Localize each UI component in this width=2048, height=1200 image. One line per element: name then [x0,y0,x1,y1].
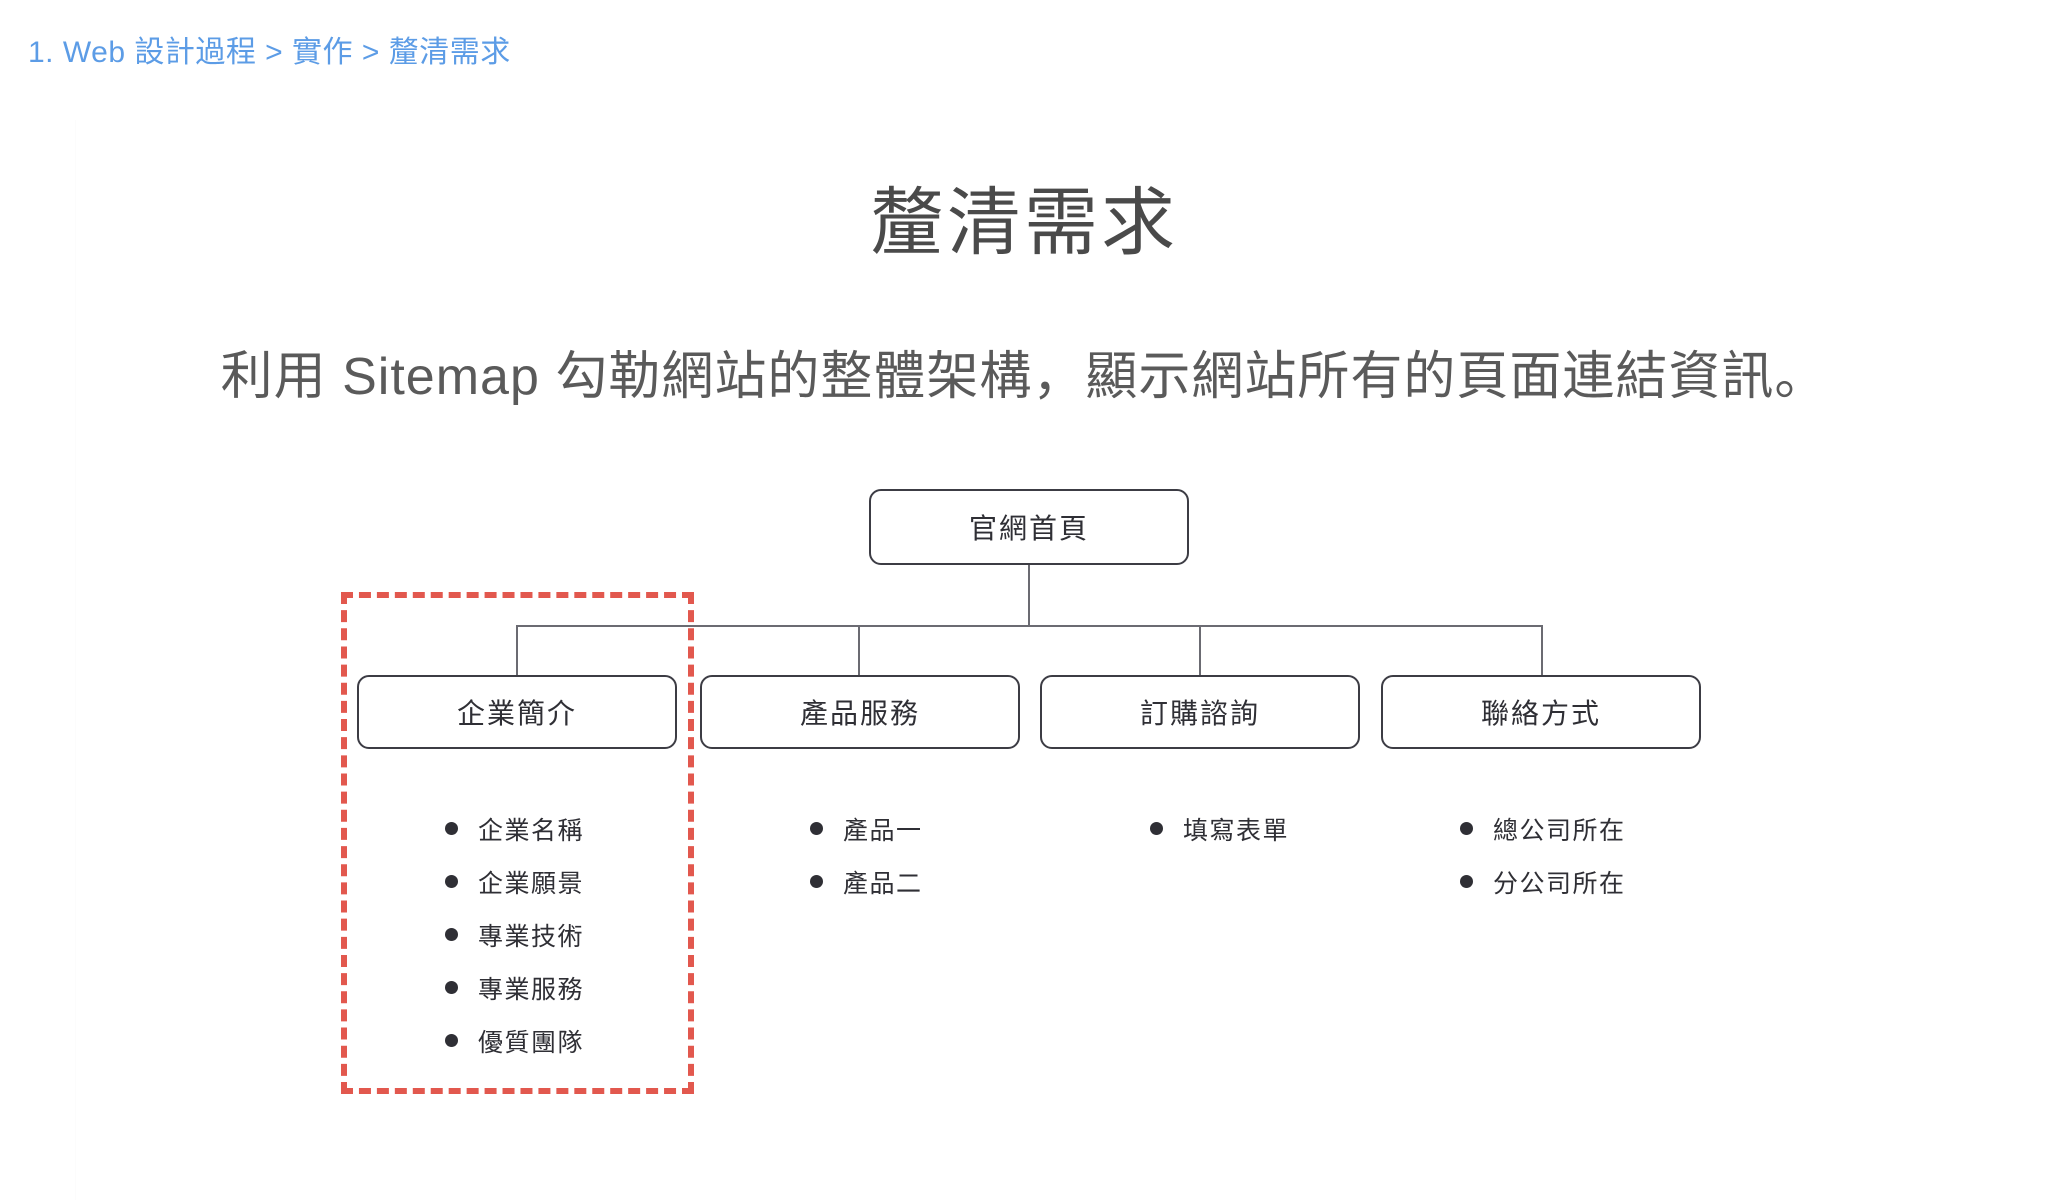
bullet-dot-icon [445,1034,458,1047]
connector-drop-1 [516,625,518,675]
sitemap-node-company-profile[interactable]: 企業簡介 [357,675,677,749]
sitemap-list-order-inquiry: 填寫表單 [1150,802,1289,855]
sitemap-node-contact[interactable]: 聯絡方式 [1381,675,1701,749]
list-item[interactable]: 專業服務 [445,961,584,1014]
sitemap-node-order-inquiry[interactable]: 訂購諮詢 [1040,675,1360,749]
breadcrumb[interactable]: 1. Web 設計過程 > 實作 > 釐清需求 [28,36,511,69]
page-subtitle: 利用 Sitemap 勾勒網站的整體架構，顯示網站所有的頁面連結資訊。 [220,348,1828,406]
sitemap-list-products-services: 產品一 產品二 [810,802,923,908]
list-item[interactable]: 總公司所在 [1460,802,1626,855]
list-item-label: 總公司所在 [1493,816,1626,845]
slide-content-edge [75,120,76,1200]
list-item[interactable]: 優質團隊 [445,1014,584,1067]
list-item-label: 專業服務 [478,975,585,1004]
list-item[interactable]: 產品二 [810,855,923,908]
list-item-label: 填寫表單 [1183,816,1290,845]
list-item-label: 企業願景 [478,869,585,898]
list-item-label: 產品二 [843,869,923,898]
bullet-dot-icon [445,875,458,888]
sitemap-list-company-profile: 企業名稱 企業願景 專業技術 專業服務 優質團隊 [445,802,584,1067]
sitemap-node-root[interactable]: 官網首頁 [869,489,1189,565]
connector-drop-4 [1541,625,1543,675]
list-item-label: 產品一 [843,816,923,845]
bullet-dot-icon [1150,822,1163,835]
list-item[interactable]: 填寫表單 [1150,802,1289,855]
bullet-dot-icon [445,822,458,835]
connector-horizontal-bus [516,625,1542,627]
list-item[interactable]: 產品一 [810,802,923,855]
connector-drop-3 [1199,625,1201,675]
bullet-dot-icon [445,928,458,941]
list-item-label: 分公司所在 [1493,869,1626,898]
list-item[interactable]: 企業名稱 [445,802,584,855]
list-item[interactable]: 專業技術 [445,908,584,961]
bullet-dot-icon [810,822,823,835]
sitemap-node-products-services[interactable]: 產品服務 [700,675,1020,749]
bullet-dot-icon [1460,822,1473,835]
sitemap-list-contact: 總公司所在 分公司所在 [1460,802,1626,908]
connector-drop-2 [858,625,860,675]
list-item[interactable]: 分公司所在 [1460,855,1626,908]
list-item-label: 專業技術 [478,922,585,951]
bullet-dot-icon [810,875,823,888]
page-title: 釐清需求 [870,180,1178,264]
list-item-label: 優質團隊 [478,1028,585,1057]
bullet-dot-icon [445,981,458,994]
list-item-label: 企業名稱 [478,816,585,845]
list-item[interactable]: 企業願景 [445,855,584,908]
connector-root-vertical [1028,565,1030,626]
bullet-dot-icon [1460,875,1473,888]
